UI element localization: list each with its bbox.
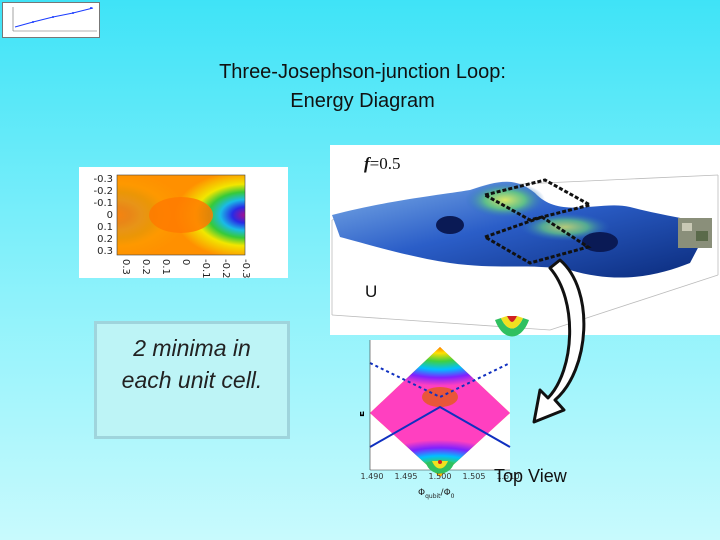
energy-x-tick: 1.505 (463, 472, 486, 481)
heatmap-x-tick: 0.1 (160, 259, 171, 275)
mini-surface-bottom-icon (426, 460, 454, 474)
heatmap-x-tick: 0 (180, 259, 191, 265)
potential-label: U (365, 282, 378, 301)
title-line-1: Three-Josephson-junction Loop: (219, 61, 506, 83)
curved-arrow-icon (532, 258, 586, 424)
heatmap-y-tick: 0.3 (97, 246, 113, 257)
heatmap-y-tick: -0.3 (93, 174, 113, 185)
surface-svg (331, 174, 719, 331)
heatmap-x-tick: 0.3 (120, 259, 131, 275)
page-title: Three-Josephson-junction Loop: Energy Di… (150, 58, 575, 116)
heatmap-svg: -0.3 -0.2 -0.1 0 0.1 0.2 0.3 0.3 0.2 0.1… (93, 174, 251, 279)
energy-x-tick: 1.495 (395, 472, 418, 481)
heatmap-y-tick: -0.2 (93, 186, 113, 197)
energy-diagram: E 1.490 1.495 1.500 1.505 1.510 Φqubit/Φ… (360, 340, 520, 500)
heatmap-figure: -0.3 -0.2 -0.1 0 0.1 0.2 0.3 0.3 0.2 0.1… (79, 167, 288, 279)
energy-x-tick: 1.490 (361, 472, 384, 481)
thumbnail-plot-icon (4, 4, 98, 36)
heatmap-y-tick: 0 (107, 210, 113, 221)
heatmap-y-tick: 0.1 (97, 222, 113, 233)
minima-line-1: 2 minima in (133, 335, 251, 361)
mini-surface-icon (495, 316, 529, 337)
heatmap-y-tick: -0.1 (93, 198, 113, 209)
flux-label-symbol: f (364, 154, 370, 173)
heatmap-y-tick: 0.2 (97, 234, 113, 245)
surface-figure (330, 145, 720, 335)
energy-x-tick: 1.500 (429, 472, 452, 481)
minima-callout: 2 minima in each unit cell. (94, 321, 290, 439)
thumbnail-graph (2, 2, 100, 38)
energy-y-label: E (360, 411, 367, 417)
heatmap-x-tick: 0.2 (140, 259, 151, 275)
heatmap-x-tick: -0.3 (240, 259, 251, 278)
energy-x-tick: 1.510 (497, 472, 520, 481)
title-line-2: Energy Diagram (290, 90, 435, 112)
top-view-label: Top View (494, 466, 567, 486)
heatmap-x-tick: -0.1 (200, 259, 211, 278)
minima-line-2: each unit cell. (121, 367, 263, 393)
flux-label-value: =0.5 (369, 154, 401, 173)
energy-x-label: Φqubit/Φ0 (418, 488, 455, 500)
flux-label: f=0.5 (364, 154, 401, 174)
heatmap-x-tick: -0.2 (220, 259, 231, 278)
